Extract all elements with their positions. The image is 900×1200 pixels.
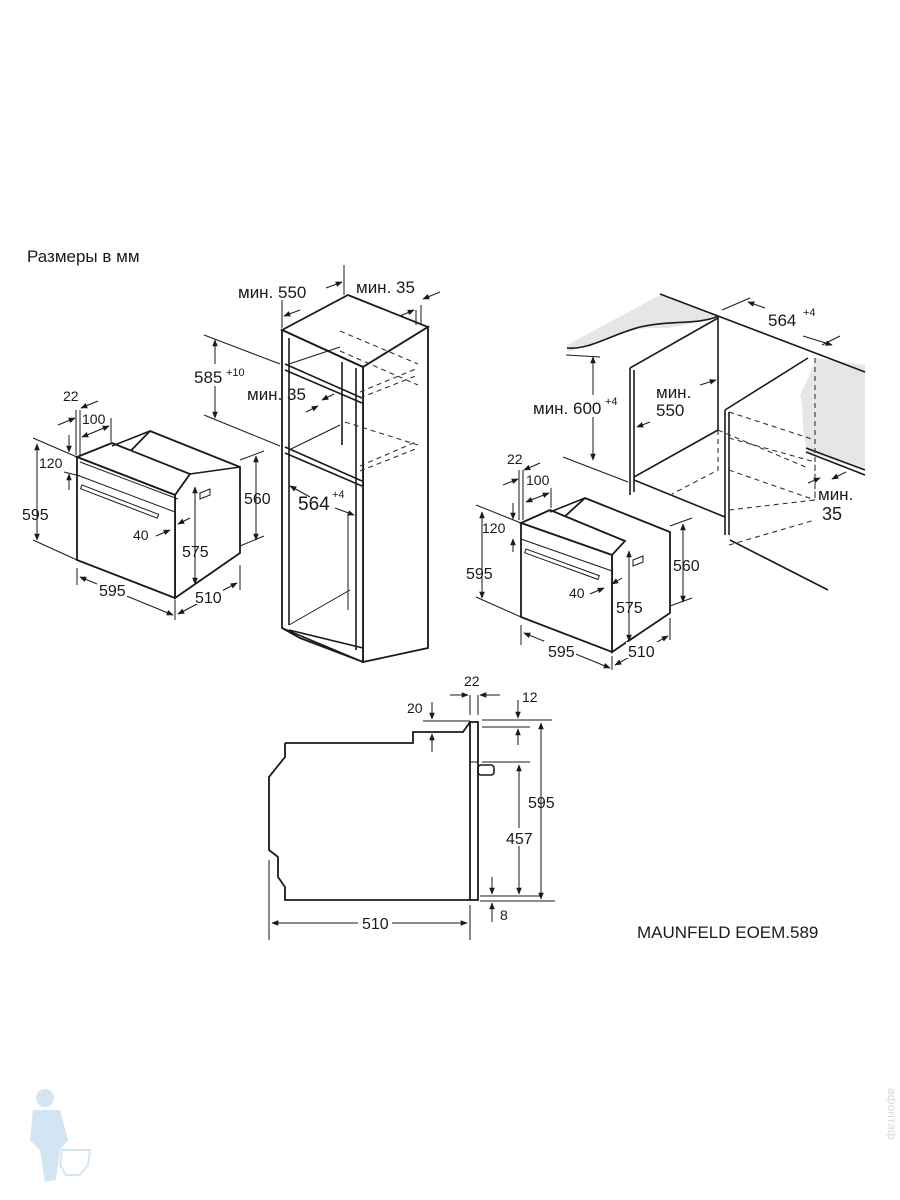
dim-min-label-2: мин.: [818, 485, 853, 504]
dim-510-2: 510: [628, 644, 655, 661]
knob: [477, 764, 495, 776]
dim-585-tolerance: +10: [226, 367, 245, 379]
dim-595-width-2: 595: [548, 644, 575, 661]
tall-cabinet: мин. 550 мин. 35 585 +10 мин. 35 564 +4: [192, 265, 441, 664]
dim-100: 100: [82, 411, 106, 427]
under-counter-scene: мин. 600 +4 мин. 550 564 +4 мин. 35 595 …: [466, 293, 866, 670]
dim-min-label: мин.: [656, 383, 691, 402]
dim-595-height: 595: [22, 507, 49, 524]
dim-560: 560: [244, 491, 271, 508]
dim-510: 510: [195, 590, 222, 607]
dim-20-side: 20: [407, 700, 423, 716]
dim-12-side: 12: [522, 689, 538, 705]
dim-564-tall: 564: [298, 494, 330, 515]
oven-side-view: 510 22 20 12 595 457 8: [268, 673, 555, 940]
vent-icon: [199, 488, 211, 500]
dim-595-side: 595: [528, 795, 555, 812]
dim-510-side: 510: [362, 916, 389, 933]
dim-120-2: 120: [482, 520, 506, 536]
dim-min-35-top: мин. 35: [356, 278, 415, 297]
dim-22: 22: [63, 388, 79, 404]
dim-40-2: 40: [569, 585, 585, 601]
dim-564-counter: 564: [768, 311, 796, 330]
dim-min-600-tolerance: +4: [605, 396, 618, 408]
dim-575: 575: [182, 544, 209, 561]
dim-585: 585: [194, 368, 222, 387]
units-title: Размеры в мм: [27, 247, 140, 266]
dim-564-counter-tolerance: +4: [803, 307, 816, 319]
model-name: MAUNFELD EOEM.589: [637, 923, 818, 942]
mascot-logo: [30, 1089, 92, 1182]
dim-22-side: 22: [464, 673, 480, 689]
dim-min-550: мин. 550: [238, 283, 306, 302]
dim-22-2: 22: [507, 451, 523, 467]
dim-min-600: мин. 600: [533, 399, 601, 418]
dim-575-2: 575: [616, 600, 643, 617]
oven-3d-left: 595 120 22 100 595 510 560 575 40: [22, 388, 271, 620]
watermark-text: афонтаф: [885, 1088, 899, 1140]
dim-min-35-counter: 35: [822, 504, 842, 524]
dim-560-2: 560: [673, 558, 700, 575]
dim-100-2: 100: [526, 472, 550, 488]
dim-8-side: 8: [500, 907, 508, 923]
dim-120: 120: [39, 455, 63, 471]
dim-595-width: 595: [99, 583, 126, 600]
dim-595-height-2: 595: [466, 566, 493, 583]
dim-min-35-mid: мин. 35: [247, 385, 306, 404]
dim-457-side: 457: [506, 831, 533, 848]
dim-550-counter: 550: [656, 401, 684, 420]
dim-564-tall-tolerance: +4: [332, 489, 345, 501]
dim-40: 40: [133, 527, 149, 543]
door-handle: [79, 484, 160, 519]
